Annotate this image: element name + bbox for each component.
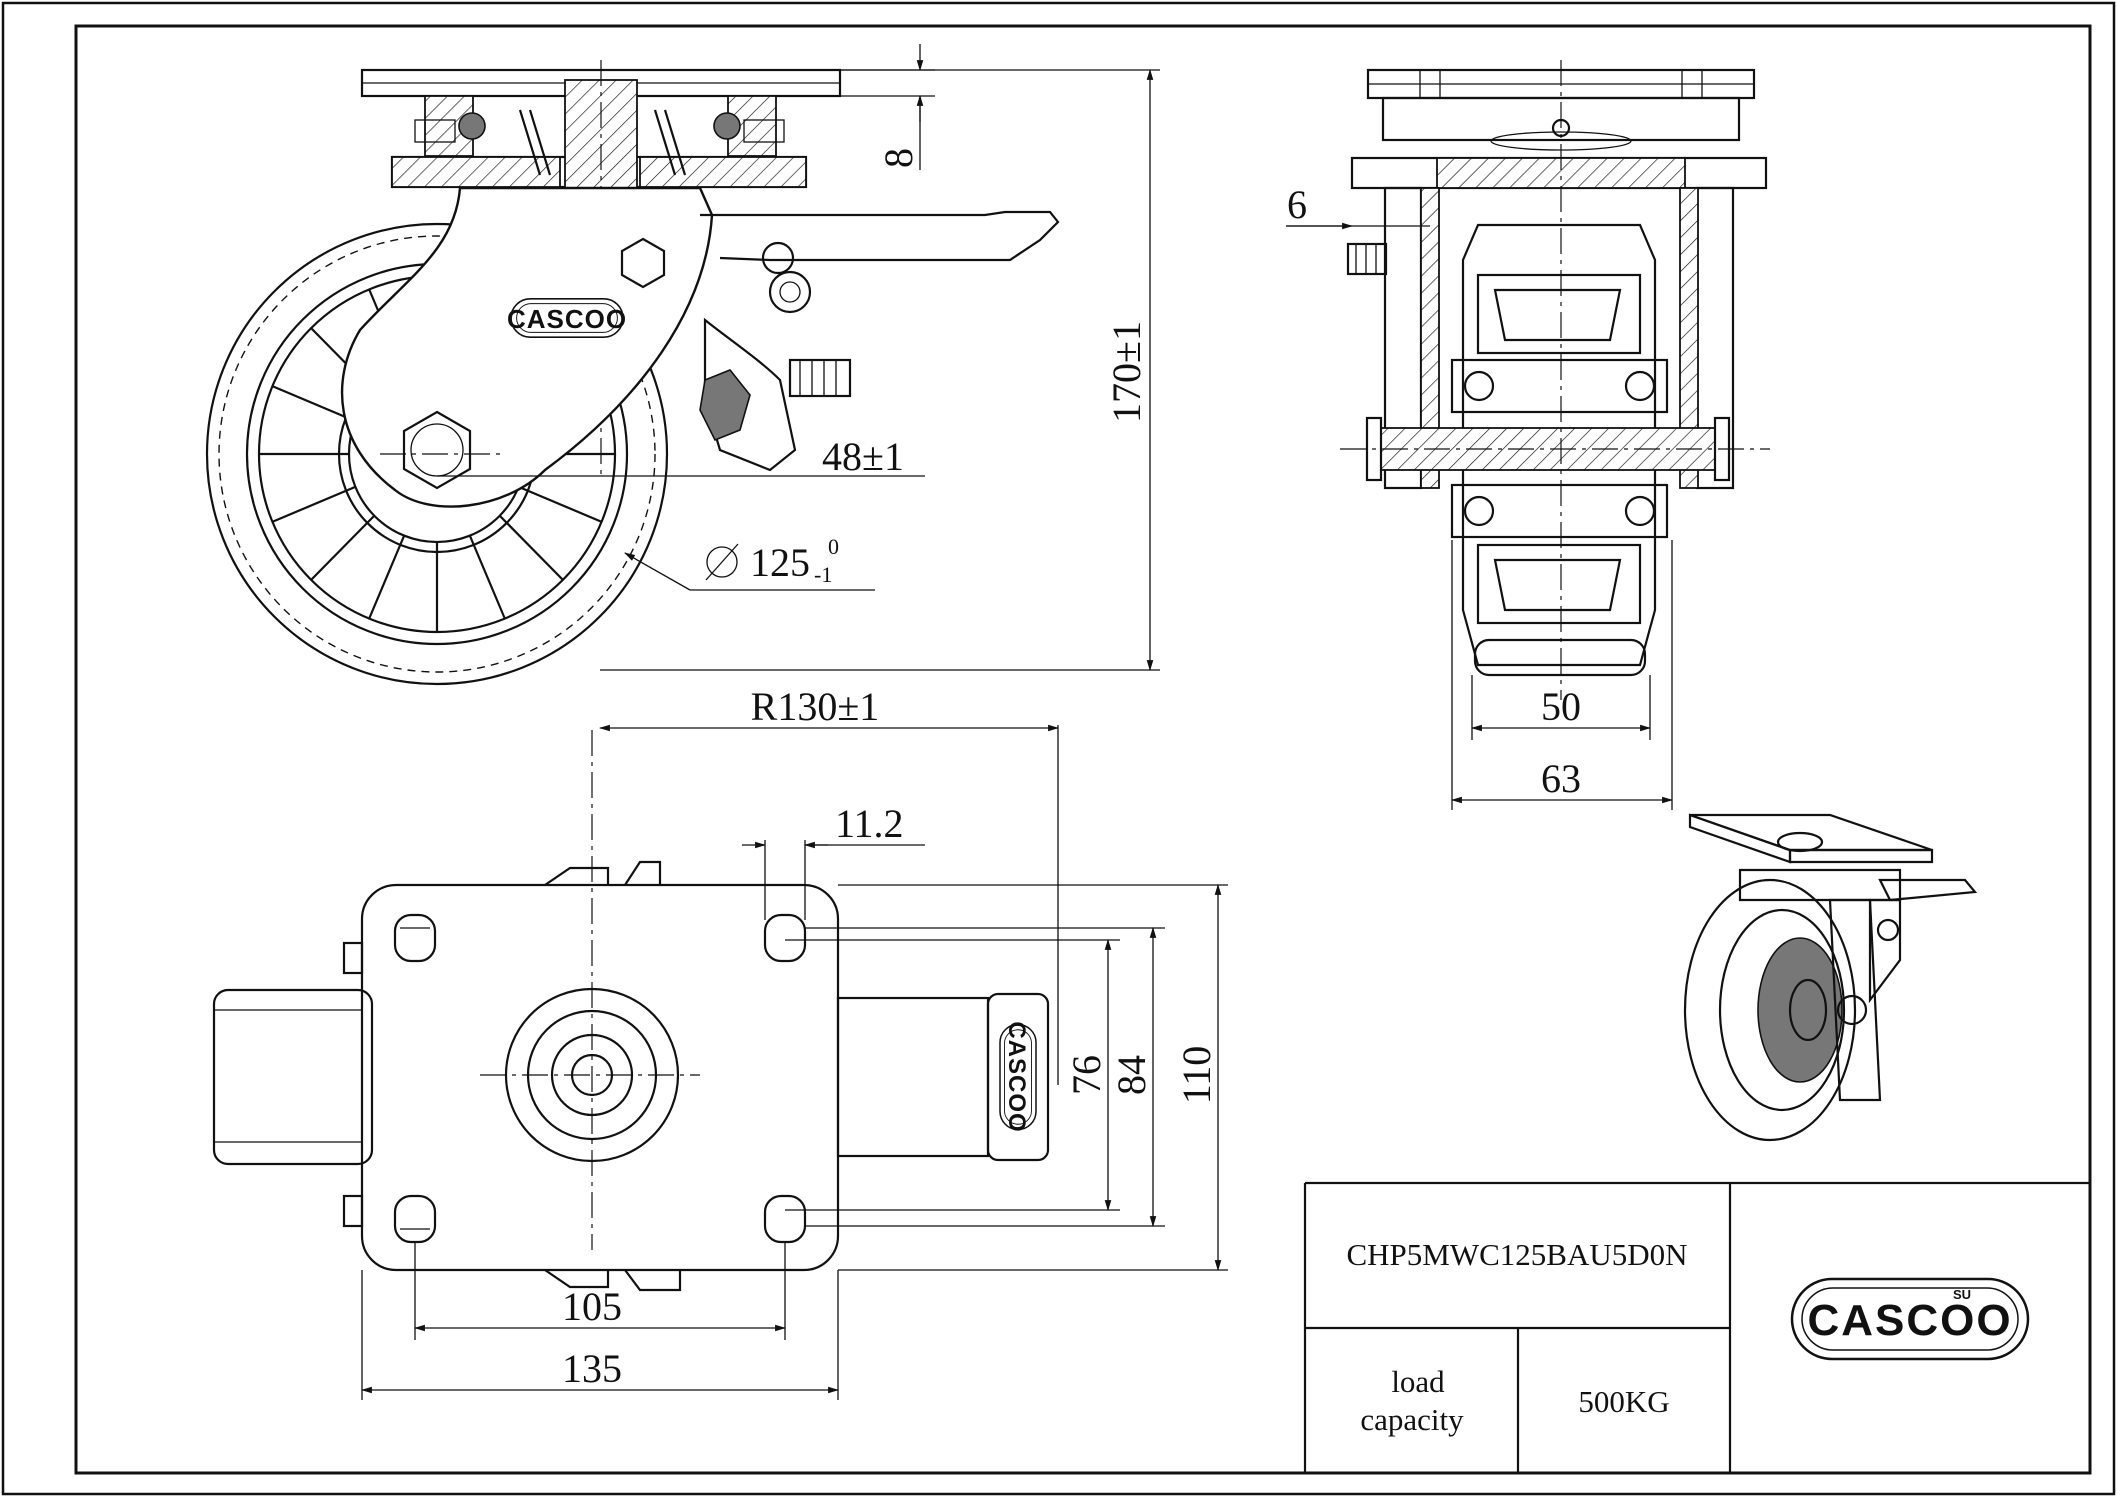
fork-nut-icon [620,237,666,289]
brake-arm [703,317,797,472]
bearing-lower [1450,483,1669,539]
svg-text:CASCOO: CASCOO [1003,1021,1030,1132]
load-value: 500KG [1578,1384,1669,1419]
svg-text:84: 84 [1109,1055,1154,1095]
dim-hole-spacing-inner: 76 [785,938,1120,1212]
dim-slot: 11.2 [742,801,925,920]
dim-plate-width-y: 110 [838,883,1228,1272]
mounting-slot-icon [763,1194,807,1244]
bearing-ball-icon [458,112,486,140]
svg-text:R130±1: R130±1 [751,684,880,729]
dim-hole-spacing-outer: 84 [805,926,1165,1228]
mounting-slot-icon [763,913,807,963]
top-plate [360,883,840,1272]
dim-plate-thickness: 8 [840,44,935,170]
fork-logo-icon: CASCOO [507,297,627,339]
iso-wheel [1683,878,1857,1142]
svg-text:CASCOO: CASCOO [507,304,627,334]
dim-bolt-offset: 6 [1286,182,1430,230]
bearing-upper [1450,358,1669,414]
pedal-logo-icon: CASCOO [999,1021,1037,1133]
svg-text:110: 110 [1174,1046,1219,1105]
wheel-outer [205,222,669,686]
dim-tread-width: 50 [1470,675,1652,740]
svg-text:50: 50 [1541,684,1581,729]
svg-text:8: 8 [876,148,921,168]
svg-text:11.2: 11.2 [835,801,904,846]
title-block: CHP5MWC125BAU5D0N load capacity 500KG CA… [1303,1181,2090,1473]
diameter-symbol-icon [706,546,738,578]
svg-text:135: 135 [562,1346,622,1391]
brand-logo: CASCOO SU [1790,1277,2030,1361]
front-view [1340,60,1770,700]
top-view: CASCOO [212,730,1050,1292]
dim-plate-width-x: 135 [360,1270,840,1400]
inner-border [74,24,2092,1475]
svg-text:63: 63 [1541,756,1581,801]
load-label-line1: load [1391,1364,1445,1399]
dim-hole-spacing-x: 105 [413,1242,787,1340]
dim-wheel-diameter: 125 0 -1 [624,534,875,591]
model-number: CHP5MWC125BAU5D0N [1346,1237,1687,1272]
dim-height: 170±1 [600,68,1160,672]
mounting-slot-icon [393,913,437,963]
bearing-ball-icon [713,112,741,140]
dim-wheel-width: 63 [1450,540,1674,810]
svg-text:6: 6 [1287,182,1307,227]
svg-text:0: 0 [828,534,839,559]
dim-swivel-radius: R130±1 [598,684,1060,1085]
wheel-top [212,988,374,1166]
mounting-slot-icon [393,1194,437,1244]
brake-pad [699,369,751,442]
dim-offset: 48±1 [437,434,925,479]
side-view: CASCOO [205,60,1060,686]
svg-text:48±1: 48±1 [822,434,904,479]
svg-text:-1: -1 [814,562,832,587]
tread [1473,638,1647,677]
svg-text:125: 125 [750,540,810,585]
fork-leg [340,186,714,508]
brake-pedal [700,210,1060,262]
wheel-front [1461,223,1657,667]
brake-bolt-front [1346,242,1388,276]
svg-text:CASCOO: CASCOO [1807,1296,2012,1345]
svg-text:SU: SU [1953,1287,1971,1302]
svg-text:105: 105 [562,1284,622,1329]
svg-text:170±1: 170±1 [1104,321,1149,423]
svg-text:76: 76 [1064,1055,1109,1095]
load-label-line2: capacity [1360,1402,1464,1437]
brake-pedal-top [986,992,1050,1162]
brake-bolt [788,358,852,398]
isometric-view [1683,813,1978,1142]
axle-nut-icon [402,410,472,490]
